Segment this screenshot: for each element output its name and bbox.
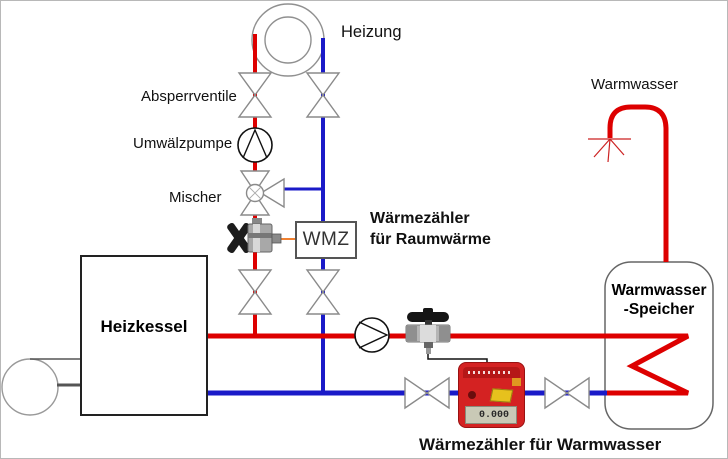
meter-button bbox=[489, 388, 514, 403]
ball-valve-icon bbox=[405, 308, 451, 354]
umwaelzpumpe-label: Umwälzpumpe bbox=[133, 135, 233, 152]
hot-water-outlet-pipe bbox=[607, 104, 669, 262]
shutoff-valve-icon-return-top bbox=[305, 72, 341, 118]
meter-yellow-tag bbox=[512, 378, 521, 386]
boiler-box: Heizkessel bbox=[80, 255, 208, 416]
circulation-pump-icon bbox=[237, 127, 273, 163]
meter-lcd-display: 0.000 bbox=[465, 406, 517, 424]
storage-tank-label: Warmwasser -Speicher bbox=[611, 282, 707, 318]
meter-emblem bbox=[468, 391, 476, 399]
shutoff-valve-icon-dhw-left bbox=[404, 376, 450, 410]
mischer-label: Mischer bbox=[169, 189, 222, 206]
meter-brand-band bbox=[463, 367, 520, 378]
wmz-label: WMZ bbox=[302, 229, 350, 250]
charging-pump-icon bbox=[354, 317, 390, 353]
hot-main-pipe-and-coil bbox=[207, 333, 690, 396]
wmz-box: WMZ bbox=[295, 221, 357, 259]
heat-meter-device: 0.000 bbox=[458, 362, 525, 428]
flow-sensor-icon bbox=[227, 218, 282, 254]
shutoff-valve-icon-supply-bottom bbox=[237, 269, 273, 315]
burner-icon bbox=[1, 358, 82, 416]
heizung-label: Heizung bbox=[341, 23, 402, 41]
heizkessel-label: Heizkessel bbox=[100, 316, 188, 336]
tap-spray-icon bbox=[588, 138, 631, 163]
warmwasser-label: Warmwasser bbox=[591, 76, 678, 93]
shutoff-valve-icon-supply-top bbox=[237, 72, 273, 118]
absperrventile-label: Absperrventile bbox=[141, 88, 237, 105]
shutoff-valve-icon-return-bottom bbox=[305, 269, 341, 315]
shutoff-valve-icon-dhw-right bbox=[544, 376, 590, 410]
meter-brand-marks bbox=[468, 371, 510, 374]
mixer-valve-icon bbox=[239, 170, 285, 216]
heat-meter-room-label: Wärmezähler für Raumwärme bbox=[370, 210, 491, 248]
dhw-meter-signal-wire bbox=[427, 354, 488, 362]
storage-tank bbox=[604, 261, 714, 430]
radiator-icon bbox=[251, 3, 325, 77]
heat-meter-dhw-label: Wärmezähler für Warmwasser bbox=[419, 435, 662, 454]
meter-lcd-value: 0.000 bbox=[478, 409, 509, 421]
